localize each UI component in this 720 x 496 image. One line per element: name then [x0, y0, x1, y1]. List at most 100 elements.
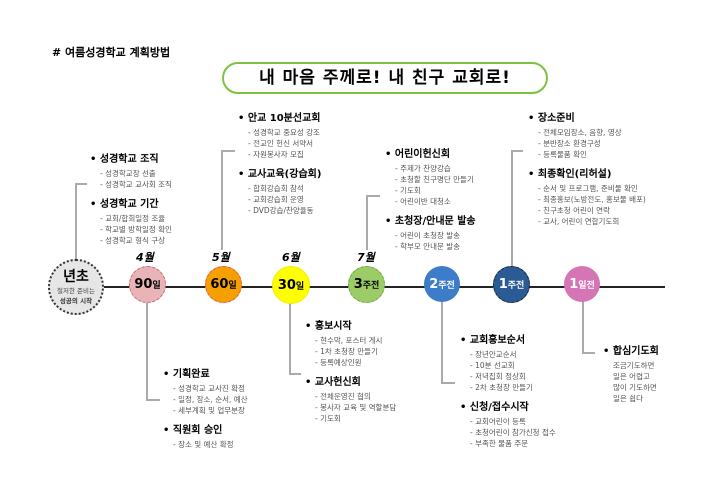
- task-item: 전체운영진 협의: [305, 391, 396, 402]
- milestone-value: 30: [277, 277, 296, 293]
- task-heading: 교사교육(강습회): [238, 168, 322, 182]
- connector: [221, 150, 235, 152]
- task-item: 기도회: [305, 413, 396, 424]
- task-item: 어린이반 대청소: [385, 196, 476, 207]
- task-item: 봉사자 교육 및 역할분담: [305, 402, 396, 413]
- task-item: 저녁집회 정상회: [460, 371, 556, 382]
- prayer-line: 많이 기도하면: [613, 383, 657, 392]
- task-block: 교회홍보순서 장년안교순서 10분 선교회 저녁집회 정상회 2차 초청장 만들…: [460, 334, 556, 449]
- connector: [366, 195, 368, 250]
- milestone-sub: 성공의 시작: [59, 296, 93, 305]
- milestone-unit: 주전: [362, 281, 380, 291]
- month-label: 4월: [136, 251, 154, 264]
- task-heading: 초청장/안내문 발송: [385, 215, 476, 229]
- task-item: 장년안교순서: [460, 349, 556, 360]
- task-item: 합회강습회 참석: [238, 183, 321, 194]
- milestone-value: 60: [210, 277, 229, 292]
- page-title: # 여름성경학교 계획방법: [52, 46, 171, 59]
- connector: [582, 352, 595, 354]
- connector: [366, 195, 380, 197]
- task-heading: 직원회 승인: [163, 424, 248, 438]
- milestone-unit: 일: [152, 281, 161, 291]
- milestone-unit: 주전: [507, 281, 525, 291]
- prayer-line: 일은 어렵고: [613, 372, 650, 381]
- month-label: 5월: [212, 251, 230, 264]
- task-item: 1차 초청장 만들기: [305, 346, 396, 357]
- task-item: 전체모임장소, 음향, 영상: [528, 127, 646, 138]
- task-item: 어린이 초청장 발송: [385, 230, 476, 241]
- task-item: DVD강습/찬양율동: [238, 205, 321, 216]
- task-item: 주제가 찬양강습: [385, 163, 476, 174]
- task-heading: 기획완료: [163, 368, 248, 382]
- connector: [221, 150, 223, 250]
- task-item: 초청어린이 참가신청 접수: [460, 427, 556, 438]
- task-item: 장소 및 예산 확정: [163, 439, 248, 450]
- task-item: 2차 초청장 만들기: [460, 382, 556, 393]
- connector: [441, 382, 455, 384]
- task-item: 학교별 방학일정 확인: [90, 224, 172, 235]
- connector: [582, 300, 584, 353]
- milestone-start: 년초 철저한 준비는 성공의 시작: [48, 259, 104, 315]
- task-item: 성경학교 중요성 강조: [238, 127, 321, 138]
- task-heading: 최종확인(리허설): [528, 168, 646, 182]
- task-item: 부족한 물품 주문: [460, 438, 556, 449]
- milestone-unit: 일: [228, 281, 237, 291]
- task-block: 장소준비 전체모임장소, 음향, 영상 분반장소 환경구성 등록물품 확인 최종…: [528, 112, 646, 227]
- month-label: 7월: [357, 251, 375, 264]
- task-item: 전교인 헌신 서약서: [238, 138, 321, 149]
- milestone-unit: 일: [295, 281, 305, 292]
- milestone-value: 3: [353, 277, 363, 292]
- connector: [146, 399, 160, 401]
- task-item: 성경학교 형식 구상: [90, 235, 172, 246]
- task-item: 기도회: [385, 185, 476, 196]
- task-item: 초청할 친구명단 만들기: [385, 174, 476, 185]
- task-heading: 교사헌신회: [305, 376, 396, 390]
- task-item: 친구초청 어린이 연락: [528, 205, 646, 216]
- connector: [441, 300, 443, 383]
- prayer-line: 일은 쉽다: [613, 394, 643, 403]
- task-item: 현수막, 포스터 게시: [305, 335, 396, 346]
- task-item: 교회강습회 운영: [238, 194, 321, 205]
- task-item: 분반장소 환경구성: [528, 138, 646, 149]
- connector: [75, 183, 77, 263]
- prayer-line: 조금기도하면: [613, 361, 655, 370]
- task-heading: 안교 10분선교회: [238, 112, 321, 126]
- task-block: 성경학교 조직 성경학교장 선출 성경학교 교사회 조직 성경학교 기간 교회/…: [90, 153, 172, 246]
- connector: [289, 373, 301, 375]
- milestone-unit: 주전: [438, 280, 455, 291]
- task-item: 성경학교 교사진 확정: [163, 383, 248, 394]
- task-item: 등록물품 확인: [528, 149, 646, 160]
- milestone-value: 1: [498, 277, 508, 292]
- task-item: 교회/합회일정 조율: [90, 213, 172, 224]
- task-item: 등록예상인원: [305, 357, 396, 368]
- task-item: 순서 및 프로그램, 준비물 확인: [528, 183, 646, 194]
- milestone-value: 2: [429, 276, 439, 292]
- task-heading: 합심기도회: [603, 345, 659, 359]
- task-heading: 홍보시작: [305, 320, 396, 334]
- task-block: 기획완료 성경학교 교사진 확정 일정, 장소, 순서, 예산 세부계획 및 업…: [163, 368, 248, 450]
- task-block: 홍보시작 현수막, 포스터 게시 1차 초청장 만들기 등록예상인원 교사헌신회…: [305, 320, 396, 424]
- task-item: 일정, 장소, 순서, 예산: [163, 394, 248, 405]
- task-item: 교사, 어린이 연합기도회: [528, 216, 646, 227]
- milestone-sub: 철저한 준비는: [57, 286, 95, 295]
- task-heading: 어린이헌신회: [385, 148, 476, 162]
- task-item: 교회어린이 등록: [460, 416, 556, 427]
- task-item: 자원봉사자 모집: [238, 149, 321, 160]
- task-heading: 교회홍보순서: [460, 334, 556, 348]
- task-heading: 성경학교 기간: [90, 198, 172, 212]
- task-item: 성경학교장 선출: [90, 168, 172, 179]
- task-block: 합심기도회 조금기도하면 일은 어렵고 많이 기도하면 일은 쉽다: [603, 345, 659, 404]
- task-item: 세부계획 및 업무분장: [163, 405, 248, 416]
- task-heading: 성경학교 조직: [90, 153, 172, 167]
- connector: [511, 150, 523, 152]
- task-block: 어린이헌신회 주제가 찬양강습 초청할 친구명단 만들기 기도회 어린이반 대청…: [385, 148, 476, 252]
- milestone-unit: 일전: [578, 280, 595, 291]
- milestone-value: 90: [134, 277, 153, 292]
